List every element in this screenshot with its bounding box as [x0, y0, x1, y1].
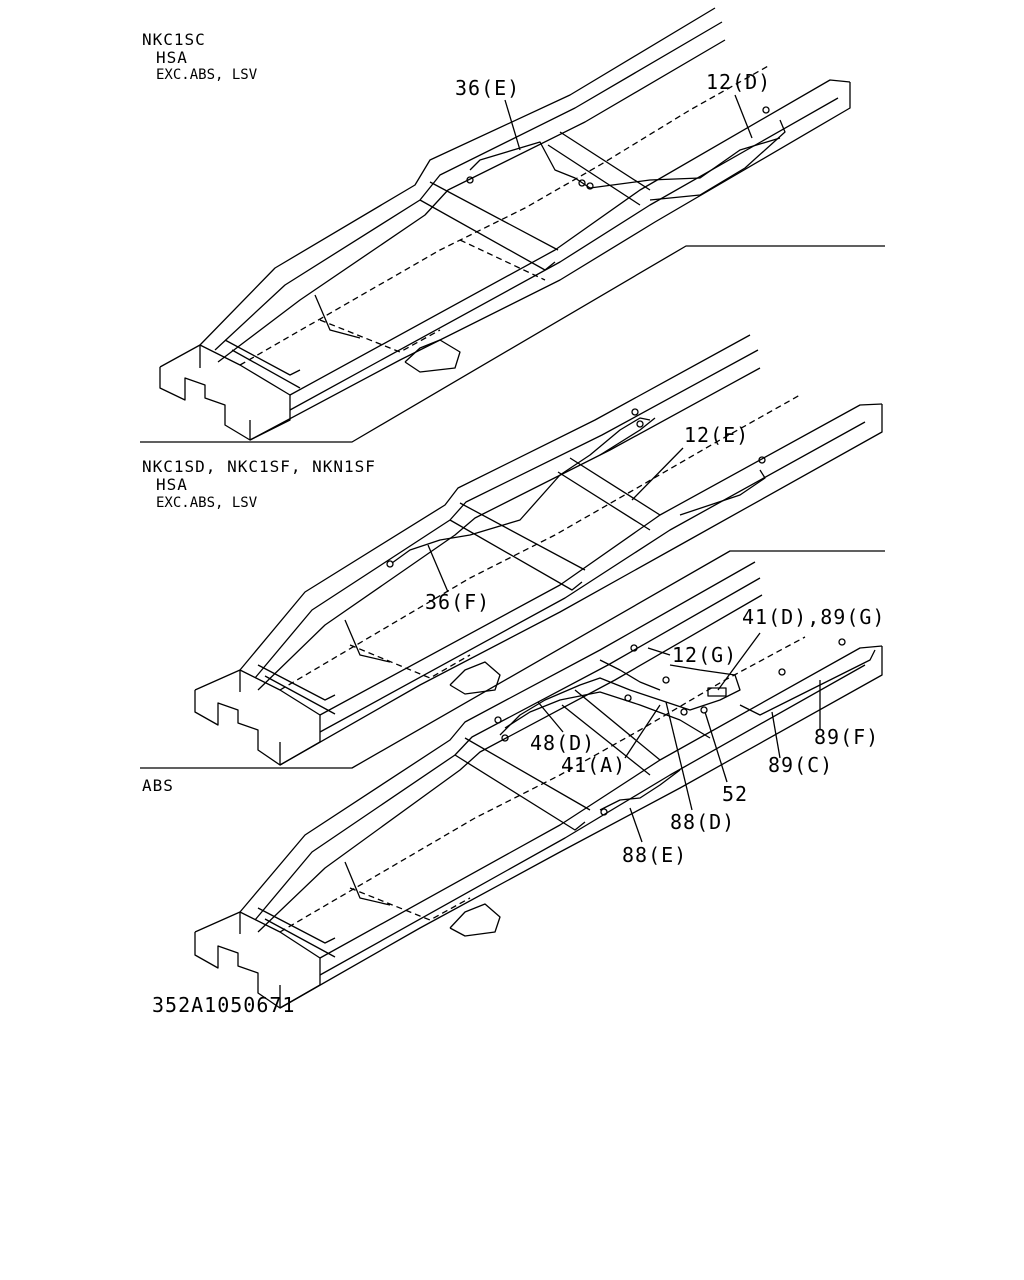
frame-3-clip-1 — [494, 716, 502, 724]
frame-1 — [160, 8, 850, 440]
frame-2-left-rail-top — [240, 335, 750, 670]
frame-3-crossmember-2 — [575, 690, 660, 760]
frame-1-front-end — [160, 345, 290, 440]
frame-3-abs-connector — [707, 687, 727, 697]
section-2-model: NKC1SD, NKC1SF, NKN1SF — [142, 457, 376, 476]
frame-1-left-rail-inner — [215, 22, 722, 350]
callout-89f: 89(F) — [814, 725, 880, 749]
frame-2-spring-hanger — [450, 662, 500, 694]
divider-top — [140, 246, 885, 442]
figure-id: 352A1050671 — [152, 993, 296, 1017]
divider-bottom — [140, 551, 885, 768]
frame-3-abs-pipe-1 — [500, 665, 740, 735]
callout-41a: 41(A) — [561, 753, 627, 777]
frame-2-crossmember-2 — [570, 458, 660, 515]
frame-1-right-rail-bottom — [250, 82, 850, 440]
frame-2-hidden-lines — [280, 395, 800, 690]
frame-1-spring-hanger — [405, 340, 460, 372]
frame-3-clip-5 — [624, 694, 632, 702]
section-1-exclusion: EXC.ABS, LSV — [156, 67, 258, 83]
frame-2-front-end — [195, 670, 320, 765]
callout-36f: 36(F) — [425, 590, 491, 614]
frame-1-crossmember-1 — [420, 200, 555, 270]
frame-1-hidden-lines — [240, 65, 770, 365]
frame-1-crossmember-2 — [560, 132, 650, 190]
callout-89c: 89(C) — [768, 753, 834, 777]
frame-2-clip-4 — [758, 456, 766, 464]
frame-1-clip-2 — [578, 179, 586, 187]
section-1-model: NKC1SC — [142, 30, 206, 49]
frame-3-clip-6 — [680, 708, 688, 716]
frame-3-clip-9 — [838, 638, 846, 646]
frame-2-clip-2 — [631, 408, 639, 416]
frame-1-left-rail-bottom — [218, 40, 725, 362]
frame-2 — [195, 335, 882, 765]
frame-1-right-rail-top — [290, 80, 850, 395]
callout-12e: 12(E) — [684, 423, 750, 447]
callout-41d-89g: 41(D),89(G) — [742, 605, 886, 629]
frame-1-clip-4 — [762, 106, 770, 114]
frame-1-left-rail-top — [200, 8, 715, 345]
frame-3-clip-10 — [600, 808, 608, 816]
frame-1-clip-1 — [466, 176, 474, 184]
frame-2-brake-pipe — [392, 418, 650, 563]
section-2-spec: HSA — [156, 475, 188, 494]
frame-3-abs-pipe-2 — [740, 650, 875, 715]
callout-52: 52 — [722, 782, 749, 806]
frame-1-brake-pipe — [470, 138, 780, 188]
callout-88e: 88(E) — [622, 843, 688, 867]
frame-3-crossmember-1 — [455, 755, 585, 830]
frame-1-right-rail-inner — [290, 98, 838, 410]
section-3-model: ABS — [142, 776, 174, 795]
frame-2-crossmember-1 — [450, 520, 582, 590]
callout-12g: 12(G) — [672, 643, 738, 667]
frame-3-clip-8 — [778, 668, 786, 676]
leader-lines — [428, 95, 820, 842]
frame-1-clip-3 — [586, 182, 594, 190]
frame-2-clip-3 — [636, 420, 644, 428]
frame-2-clip-1 — [386, 560, 394, 568]
callout-36e: 36(E) — [455, 76, 521, 100]
frame-3-clip-4 — [662, 676, 670, 684]
frame-3-clip-3 — [630, 644, 638, 652]
section-2-exclusion: EXC.ABS, LSV — [156, 495, 258, 511]
callout-48d: 48(D) — [530, 731, 596, 755]
frame-3-front-end — [195, 912, 320, 1008]
callout-88d: 88(D) — [670, 810, 736, 834]
frame-3-clip-7 — [700, 706, 708, 714]
callout-12d: 12(D) — [706, 70, 772, 94]
frame-3-spring-hanger — [450, 904, 500, 936]
frame-3 — [195, 562, 882, 1008]
frame-3-left-rail-top — [240, 562, 755, 912]
section-1-spec: HSA — [156, 48, 188, 67]
frame-3-clip-2 — [501, 734, 509, 742]
